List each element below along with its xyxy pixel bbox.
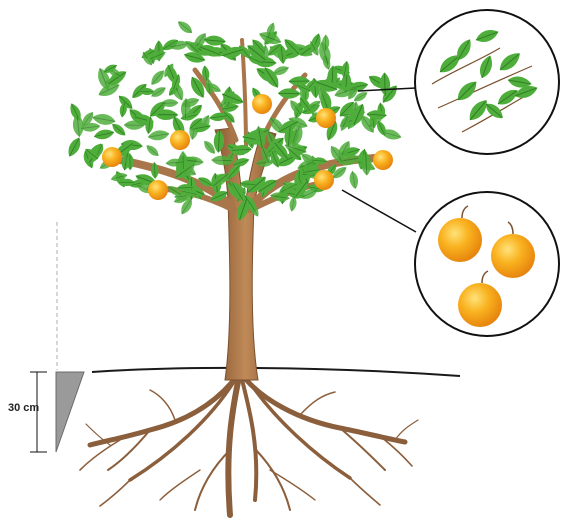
- orange-fruit-icon: [252, 94, 272, 114]
- leaf-icon: [175, 18, 194, 36]
- leaf-icon: [144, 143, 161, 159]
- leaf-icon: [148, 68, 167, 88]
- leaf-callout: [415, 10, 559, 154]
- leaf-icon: [110, 121, 128, 138]
- ground-line: [92, 368, 460, 376]
- orange-fruit-icon: [102, 147, 122, 167]
- root-system: [80, 372, 418, 515]
- depth-measurement-label: 30 cm: [8, 402, 39, 414]
- orange-fruit-icon: [373, 150, 393, 170]
- leaf-icon: [278, 88, 301, 99]
- leaf-icon: [93, 128, 115, 141]
- leaf-icon: [348, 170, 359, 189]
- fruit-callout: [415, 192, 559, 336]
- fruit-callout-line: [342, 190, 416, 232]
- orange-fruit-icon: [314, 170, 334, 190]
- orange-fruit-icon: [148, 180, 168, 200]
- orange-fruit-icon: [316, 108, 336, 128]
- leaf-canopy: [65, 18, 403, 222]
- leaf-icon: [65, 135, 84, 158]
- orange-fruit-icon: [170, 130, 190, 150]
